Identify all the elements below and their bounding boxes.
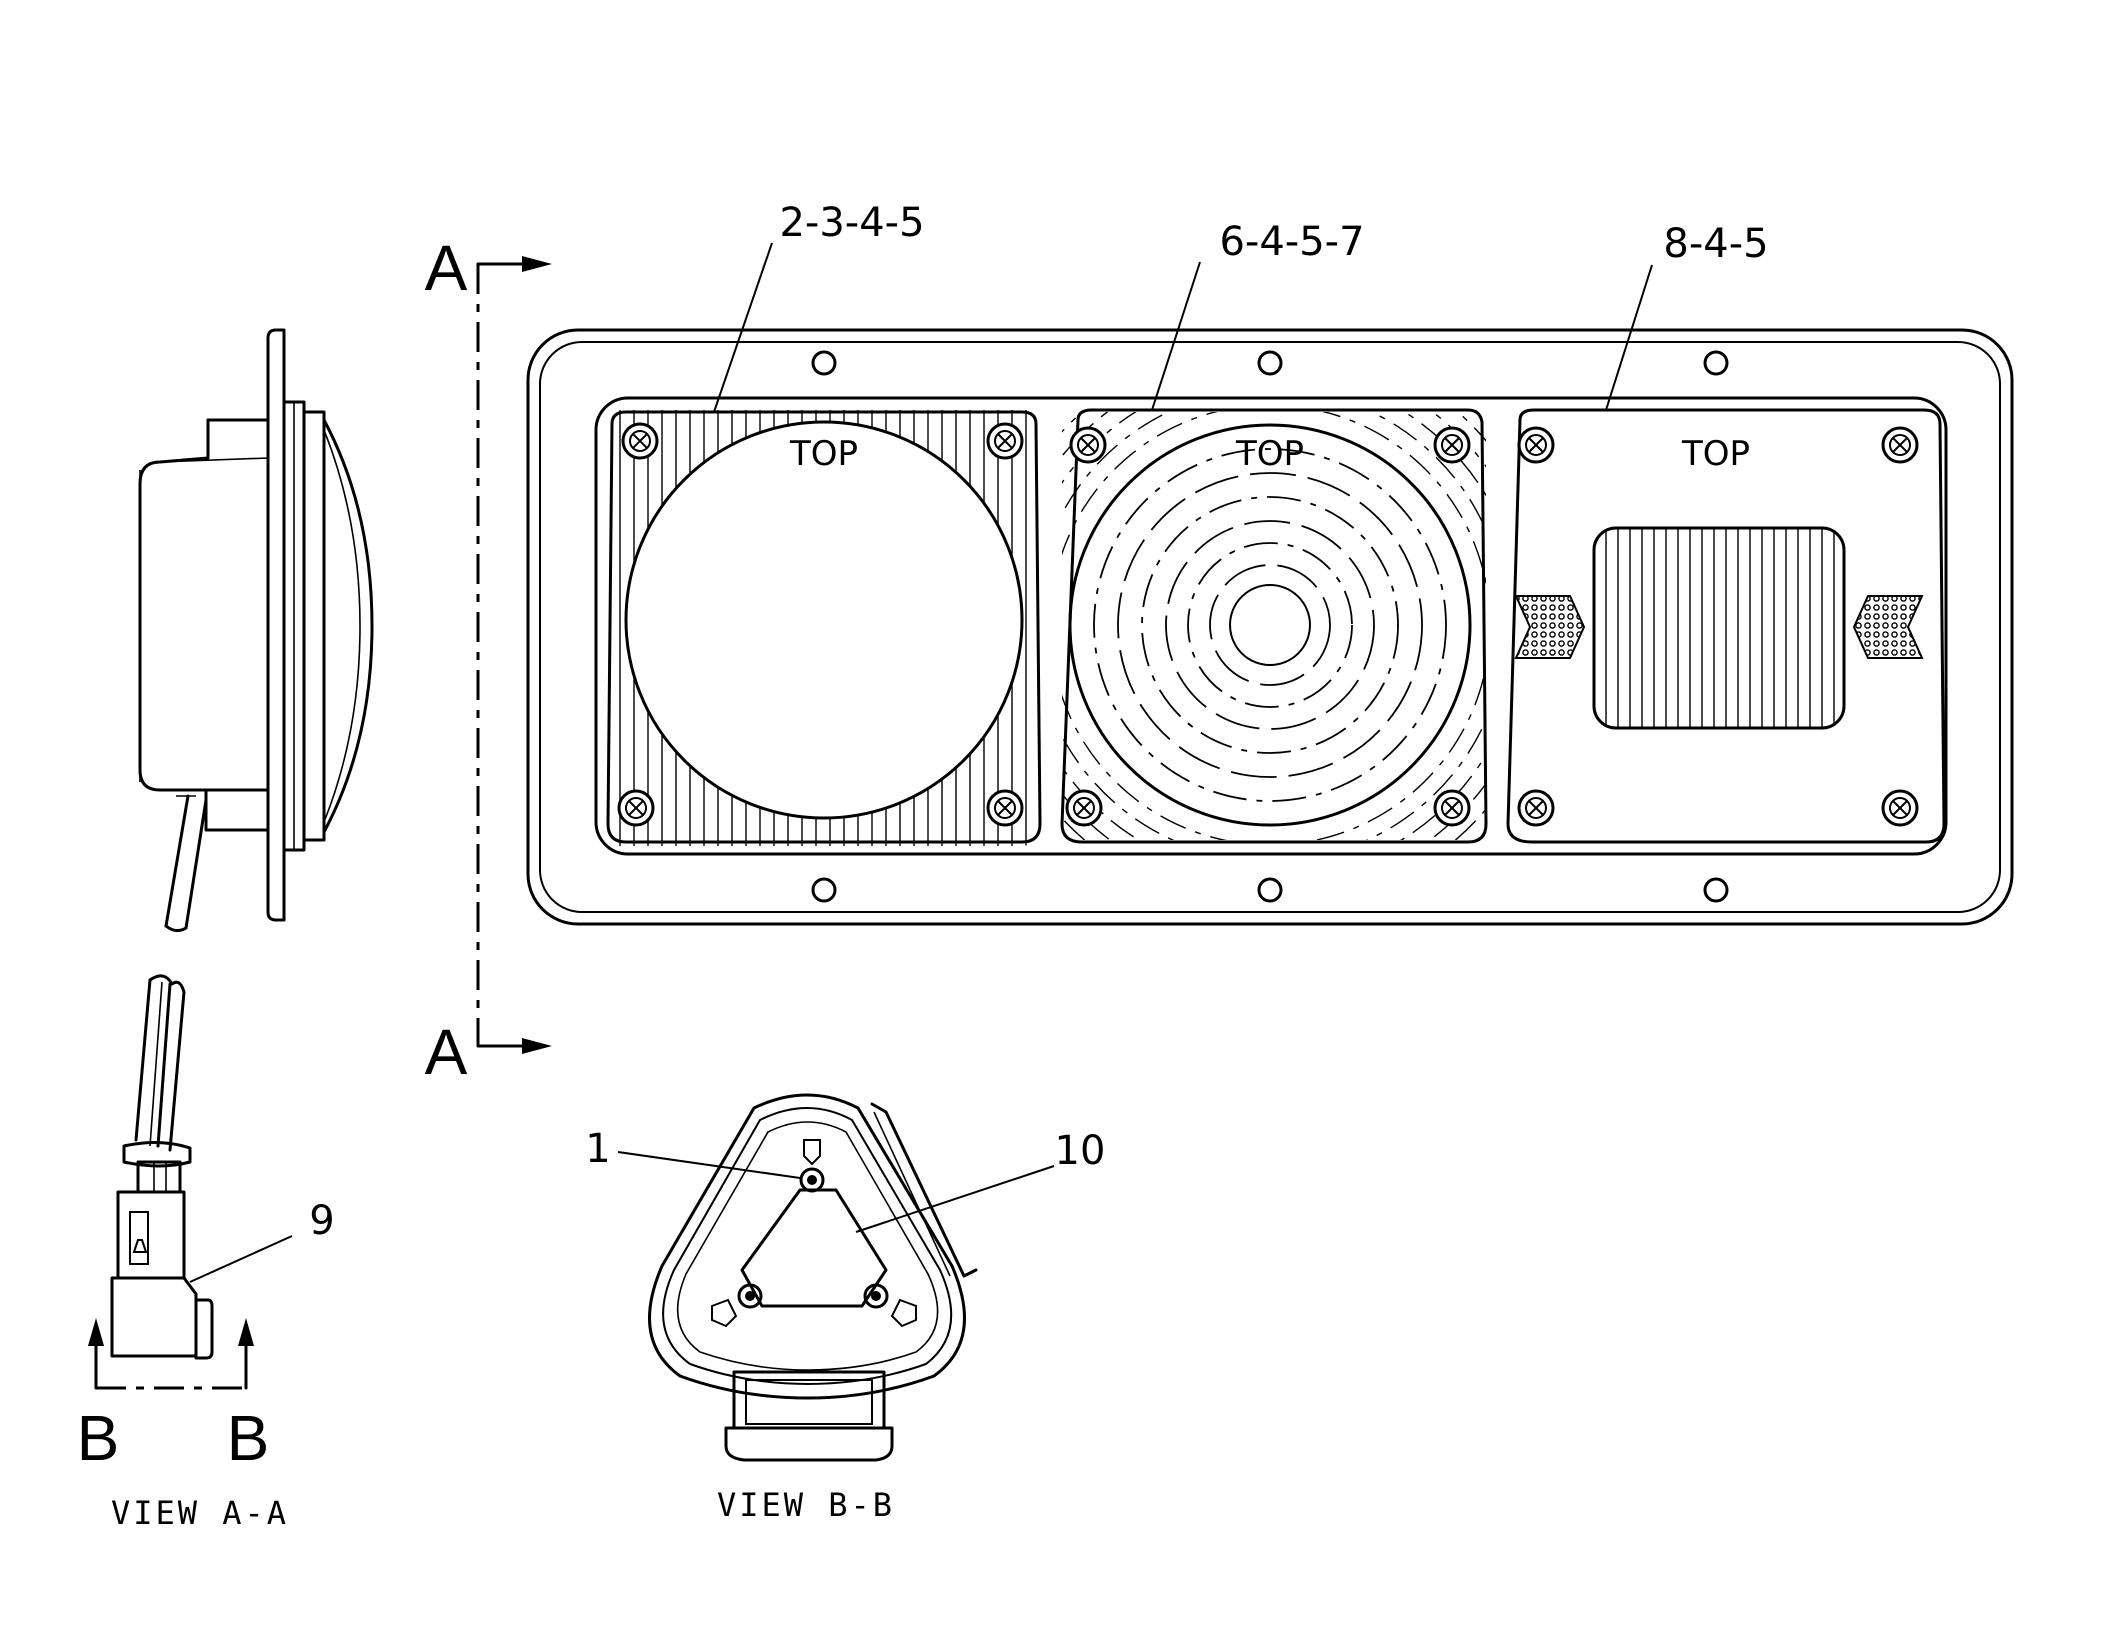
reflector-right xyxy=(1852,595,1924,659)
screw-icon xyxy=(617,789,655,827)
arrow-right-icon xyxy=(522,256,552,272)
mounting-hole xyxy=(1257,350,1283,376)
callout-lamp-left: 2-3-4-5 xyxy=(713,200,925,413)
pin xyxy=(799,1167,825,1193)
screw-icon xyxy=(1881,426,1919,464)
callout-pin: 1 xyxy=(585,1126,801,1179)
screw-icon xyxy=(1881,789,1919,827)
reflector-left xyxy=(1514,595,1586,659)
section-marker-b-left: B xyxy=(77,1402,120,1474)
screw-icon xyxy=(1517,426,1555,464)
lamp-left: TOP xyxy=(606,410,1042,846)
screw-icon xyxy=(986,789,1024,827)
screw-icon xyxy=(986,422,1024,460)
lamp-center: TOP xyxy=(1060,408,1488,844)
view-aa-label: VIEW A-A xyxy=(111,1494,289,1532)
callout-text: 1 xyxy=(585,1126,610,1172)
mounting-hole xyxy=(811,350,837,376)
mounting-hole xyxy=(1703,350,1729,376)
callout-text: 8-4-5 xyxy=(1663,221,1768,267)
callout-text: 2-3-4-5 xyxy=(779,200,924,246)
lamp-housing xyxy=(526,328,2014,926)
lamp-right: TOP xyxy=(1506,408,1946,844)
callout-text: 10 xyxy=(1055,1128,1106,1174)
screw-icon xyxy=(1433,789,1471,827)
callout-lamp-center: 6-4-5-7 xyxy=(1151,219,1365,411)
screw-icon xyxy=(1065,789,1103,827)
callout-lamp-right: 8-4-5 xyxy=(1605,221,1769,411)
pin xyxy=(737,1283,763,1309)
section-marker-a-lower: A xyxy=(425,1016,468,1088)
arrow-right-icon xyxy=(522,1038,552,1054)
callout-text: 6-4-5-7 xyxy=(1219,219,1364,265)
connector-side xyxy=(110,974,214,1360)
screw-icon xyxy=(1433,426,1471,464)
screw-icon xyxy=(1517,789,1555,827)
lamp-side-view xyxy=(138,328,374,933)
callout-connector-clip: 9 xyxy=(189,1198,335,1283)
view-bb-label: VIEW B-B xyxy=(717,1486,895,1524)
lamp-center-top-label: TOP xyxy=(1235,434,1304,474)
callout-connector-body: 10 xyxy=(855,1128,1106,1233)
screw-icon xyxy=(621,422,659,460)
section-line-a: A A xyxy=(425,232,552,1088)
mounting-hole xyxy=(1703,877,1729,903)
arrow-up-icon xyxy=(88,1318,104,1346)
mounting-hole xyxy=(1257,877,1283,903)
section-line-b: B B xyxy=(77,1318,270,1474)
lamp-left-top-label: TOP xyxy=(789,434,858,474)
lamp-right-top-label: TOP xyxy=(1681,434,1750,474)
section-marker-a-upper: A xyxy=(425,232,468,304)
mounting-hole xyxy=(811,877,837,903)
section-marker-b-right: B xyxy=(227,1402,270,1474)
callout-text: 9 xyxy=(309,1198,334,1244)
arrow-up-icon xyxy=(238,1318,254,1346)
connector-end-view xyxy=(648,1093,978,1462)
pin xyxy=(863,1283,889,1309)
screw-icon xyxy=(1069,426,1107,464)
